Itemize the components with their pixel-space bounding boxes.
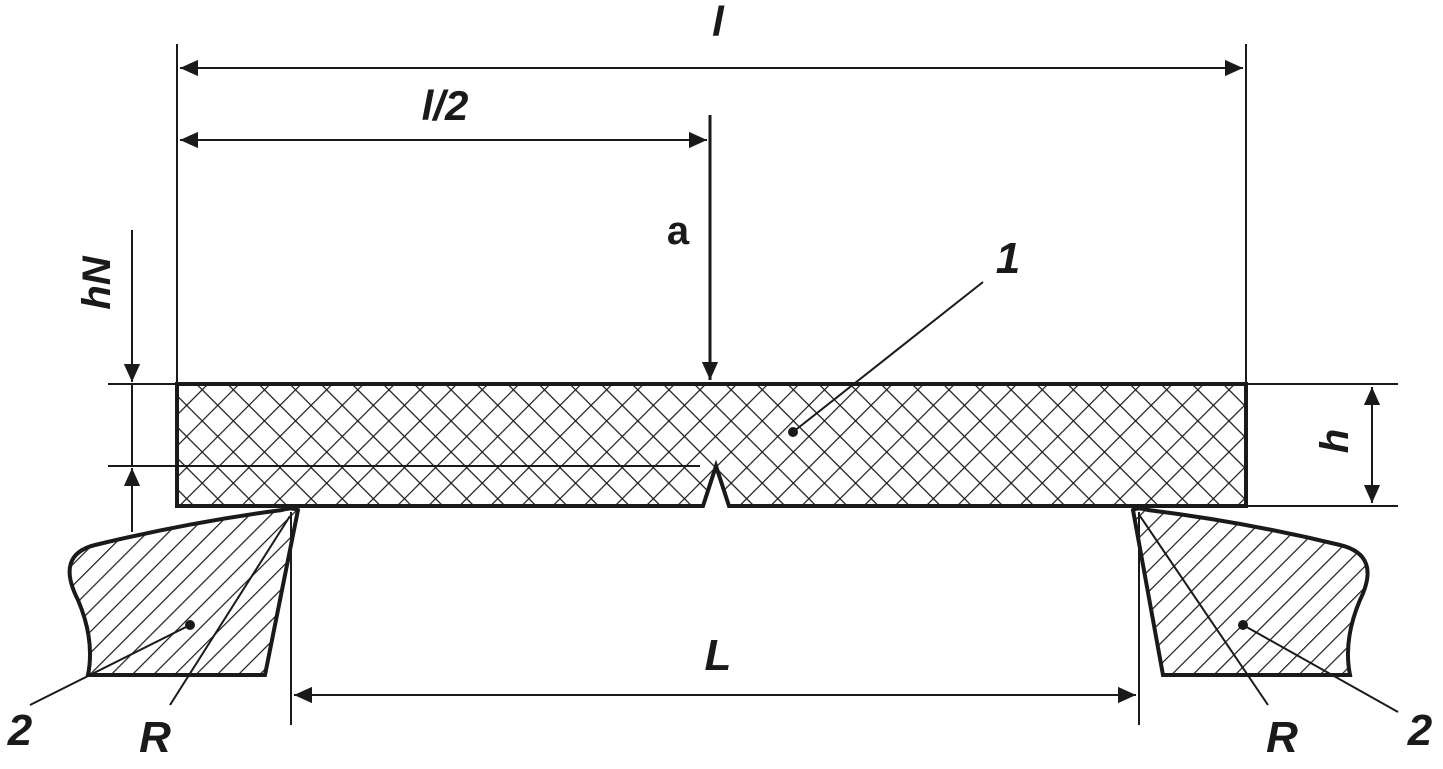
leader-radius-right <box>1139 515 1269 706</box>
label-specimen-ref: 1 <box>996 234 1020 283</box>
label-thickness: h <box>1313 429 1357 453</box>
label-radius-left: R <box>139 713 171 762</box>
label-span-half: l/2 <box>422 82 469 129</box>
leader-specimen <box>792 281 984 433</box>
specimen-bar <box>175 382 1248 508</box>
label-span-total: l <box>712 0 725 45</box>
label-support-ref-left: 2 <box>7 706 33 755</box>
label-load: a <box>667 209 690 253</box>
leader-dot-specimen <box>788 427 798 437</box>
label-support-span: L <box>705 631 732 680</box>
support-left <box>67 506 301 677</box>
label-radius-right: R <box>1266 713 1298 762</box>
leader-support-left <box>29 624 191 706</box>
label-support-ref-right: 2 <box>1407 706 1433 755</box>
leader-support-right <box>1242 624 1399 713</box>
support-right <box>1130 506 1370 677</box>
leader-radius-left <box>169 515 291 706</box>
label-notch-depth: hN <box>75 255 119 309</box>
